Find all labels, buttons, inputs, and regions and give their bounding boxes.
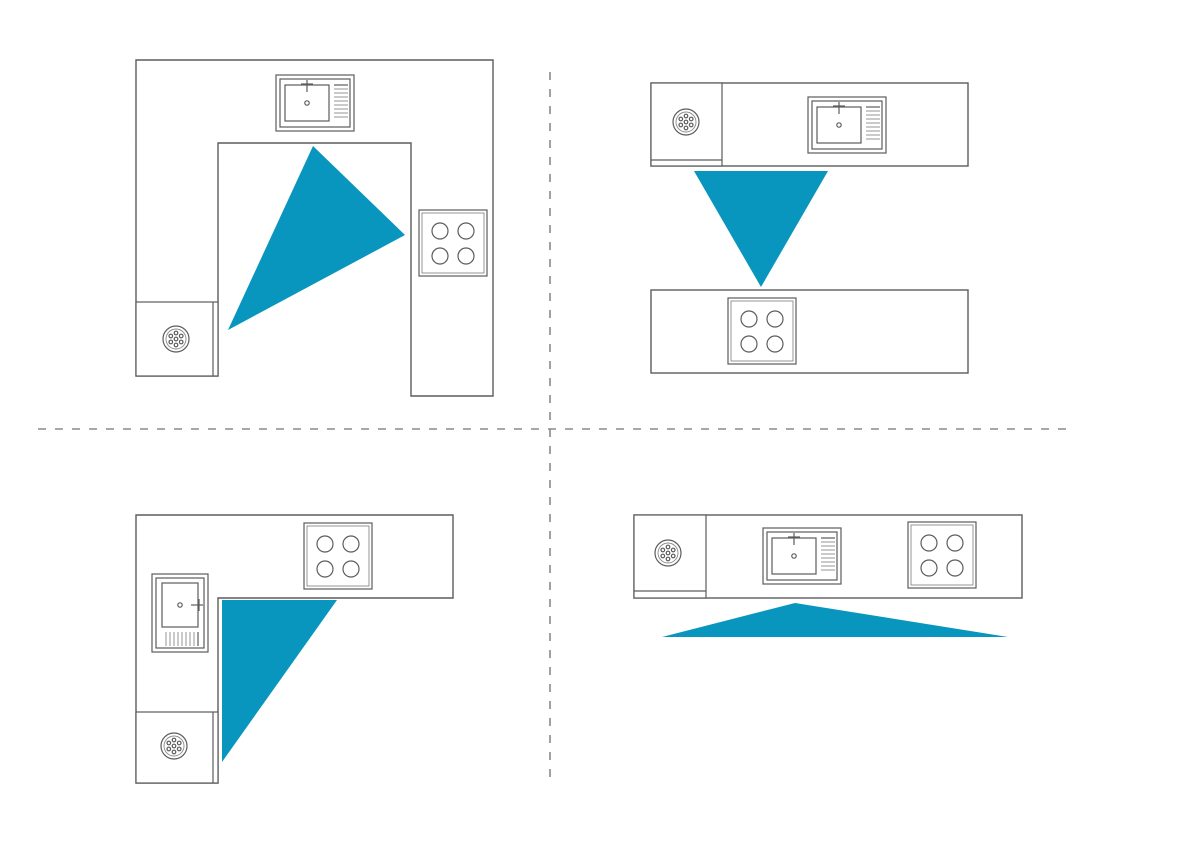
sink-icon <box>807 96 887 154</box>
cooktop-icon <box>418 209 488 277</box>
cooktop-icon <box>907 521 977 589</box>
fridge-icon <box>633 514 707 599</box>
sink-icon <box>275 74 355 132</box>
fridge-icon <box>135 301 219 377</box>
fridge-icon <box>135 711 219 784</box>
work-triangle <box>222 600 337 762</box>
galley-kitchen-layout <box>650 82 969 374</box>
cooktop-icon <box>303 522 373 590</box>
single-wall-kitchen-layout <box>633 514 1023 637</box>
u-shape-kitchen-layout <box>135 59 494 397</box>
work-triangle <box>662 603 1008 637</box>
l-shape-kitchen-layout <box>135 514 454 784</box>
work-triangle <box>228 146 405 330</box>
galley-lower-counter <box>650 289 969 374</box>
sink-icon <box>151 573 209 653</box>
fridge-icon <box>650 82 723 167</box>
sink-icon <box>762 527 842 585</box>
cooktop-icon <box>727 297 797 365</box>
work-triangle <box>694 171 828 287</box>
